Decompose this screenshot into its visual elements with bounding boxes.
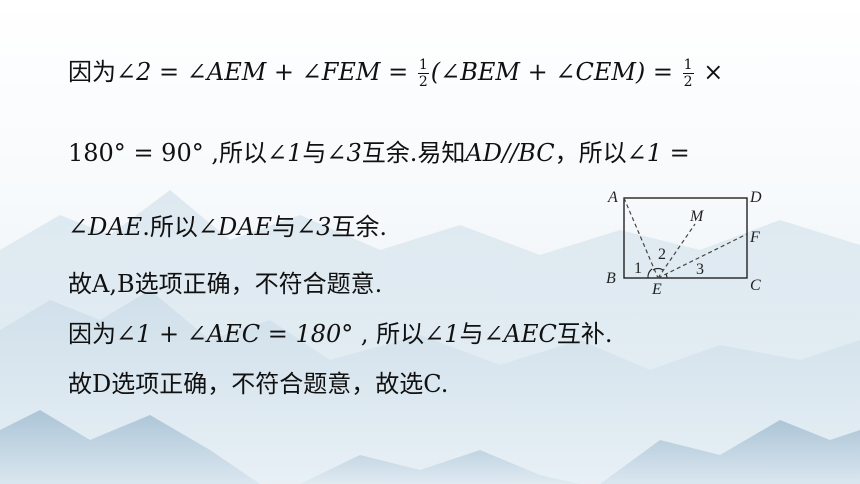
- text-so: , 所以: [353, 320, 425, 348]
- angle-arc-2: [652, 267, 664, 271]
- rectangle-abcd: [623, 197, 748, 279]
- label-angle-1: 1: [634, 260, 642, 277]
- math-angle1: ∠1: [424, 320, 460, 348]
- math-angle-dae: ∠DAE: [197, 213, 273, 241]
- text-conclusion-ab: 故A,B选项正确，不符合题意.: [68, 270, 383, 298]
- label-c: C: [750, 277, 761, 294]
- label-a: A: [607, 189, 618, 206]
- solution-line-3: ∠DAE.所以∠DAE与∠3互余.: [68, 215, 387, 239]
- label-f: F: [749, 229, 760, 246]
- math-times: ×: [695, 58, 724, 86]
- math-angle2-equation: ∠2 = ∠AEM + ∠FEM =: [116, 58, 416, 86]
- fraction-numerator: 1: [683, 57, 693, 73]
- text-complementary: 互余.: [331, 213, 388, 241]
- math-angle1: ∠1: [266, 139, 303, 167]
- text-supplementary: 互补.: [556, 320, 613, 348]
- math-angle3: ∠3: [326, 139, 362, 167]
- label-angle-2: 2: [658, 246, 666, 263]
- angle-arc-1: [647, 268, 653, 279]
- text-so: ，所以: [554, 139, 627, 167]
- segment-ae: [623, 197, 659, 279]
- label-b: B: [606, 270, 616, 287]
- math-180-90: 180° = 90°: [68, 139, 204, 167]
- text-so: .所以: [142, 213, 198, 241]
- text-and: 与: [272, 213, 297, 241]
- label-angle-3: 3: [696, 261, 704, 278]
- rectangle-geometry-figure: A D M F B E C 1 2 3: [606, 189, 762, 296]
- fraction-numerator: 1: [418, 57, 428, 73]
- math-angle-aec: ∠AEC: [483, 320, 557, 348]
- text-because: 因为: [68, 320, 116, 348]
- text-so: ,所以: [203, 139, 267, 167]
- math-angle1-equals: ∠1 =: [626, 139, 690, 167]
- solution-line-5: 因为∠1 + ∠AEC = 180° , 所以∠1与∠AEC互补.: [68, 322, 613, 346]
- text-because: 因为: [68, 58, 116, 86]
- segment-em: [657, 223, 696, 279]
- math-angle-dae: ∠DAE: [68, 213, 143, 241]
- text-and: 与: [302, 139, 327, 167]
- math-angle1-aec-sum: ∠1 + ∠AEC = 180°: [116, 320, 354, 348]
- label-d: D: [749, 189, 762, 206]
- text-conclusion-d: 故D选项正确，不符合题意，故选C.: [68, 370, 449, 398]
- angle-arc-3: [665, 273, 668, 279]
- label-e: E: [651, 281, 662, 296]
- solution-line-6: 故D选项正确，不符合题意，故选C.: [68, 372, 448, 396]
- text-and: 与: [459, 320, 484, 348]
- math-bem-cem-sum: (∠BEM + ∠CEM) =: [430, 58, 681, 86]
- text-complementary-known: 互余.易知: [361, 139, 466, 167]
- math-angle3: ∠3: [296, 213, 332, 241]
- fraction-denominator: 2: [683, 74, 693, 90]
- solution-line-2: 180° = 90° ,所以∠1与∠3互余.易知AD//BC，所以∠1 =: [68, 141, 690, 165]
- fraction-denominator: 2: [418, 74, 428, 90]
- math-ad-parallel-bc: AD//BC: [465, 139, 555, 167]
- segment-ef: [657, 233, 748, 279]
- solution-line-4: 故A,B选项正确，不符合题意.: [68, 272, 382, 296]
- label-m: M: [689, 208, 705, 225]
